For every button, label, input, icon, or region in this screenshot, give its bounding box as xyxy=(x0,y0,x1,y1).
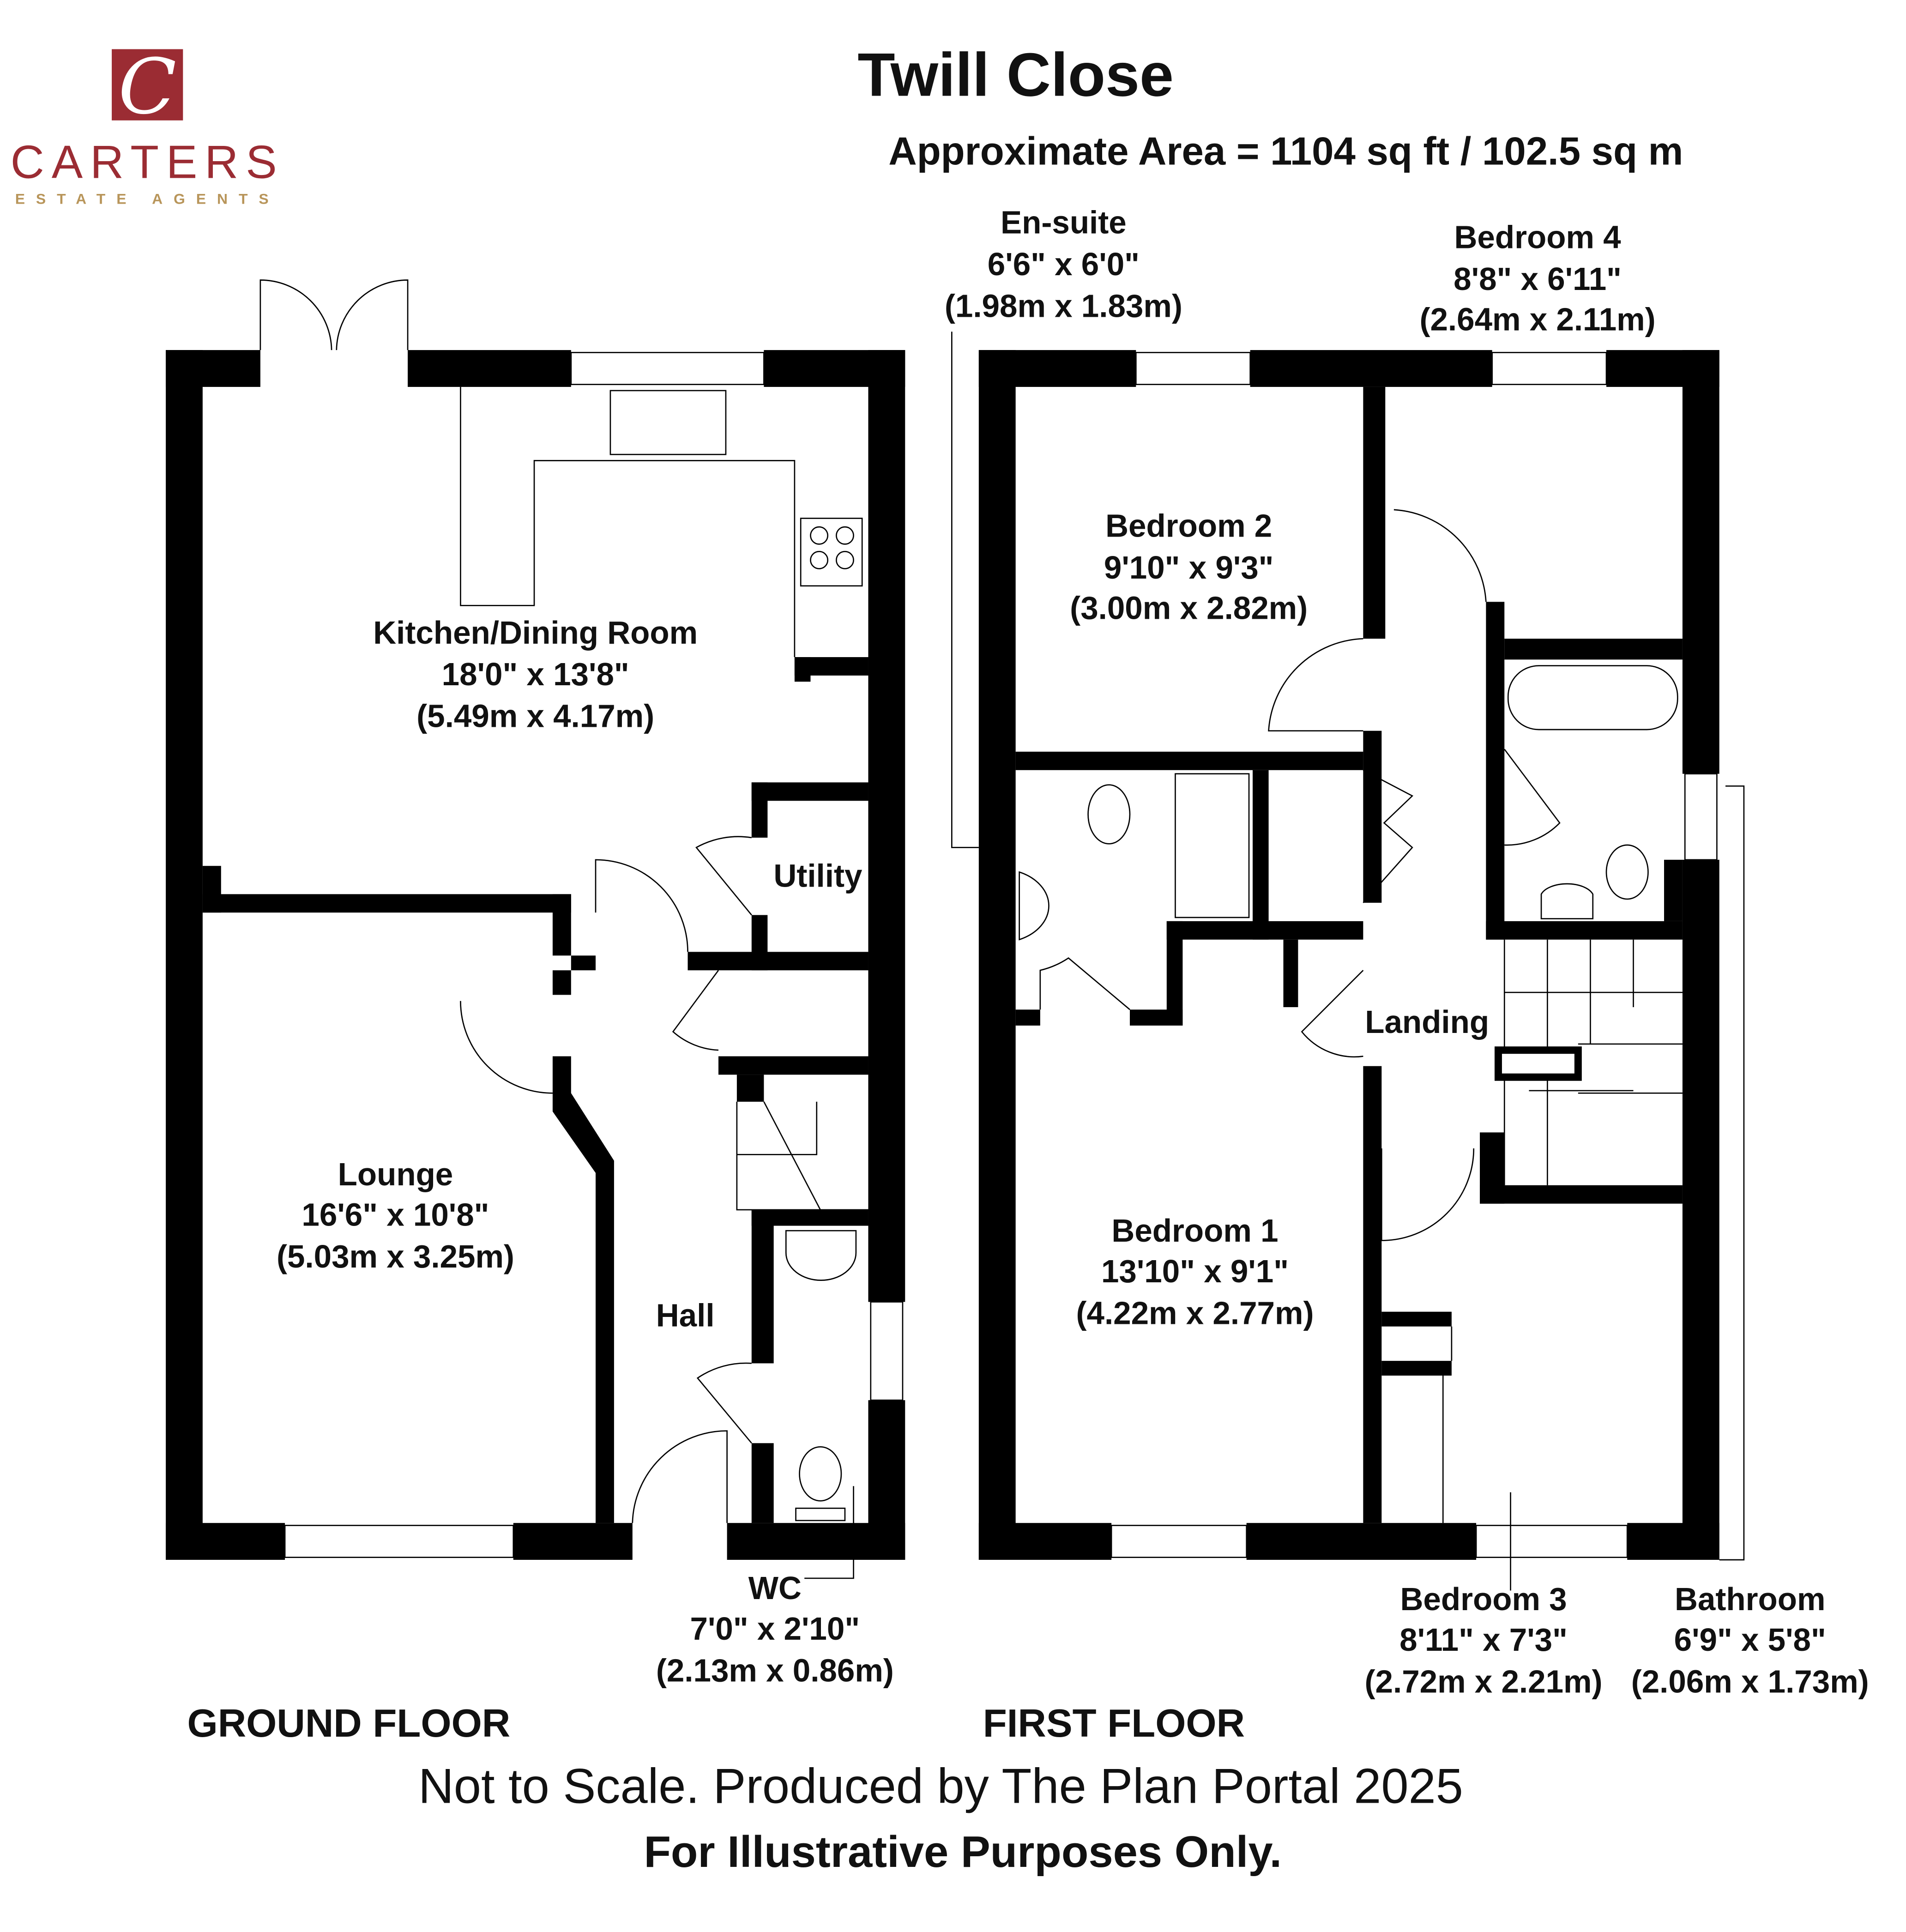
kitchen-imperial: 18'0" x 13'8" xyxy=(442,656,629,692)
sink-icon xyxy=(609,390,727,455)
bedroom1-metric: (4.22m x 2.77m) xyxy=(1076,1295,1314,1331)
bath-icon xyxy=(1507,665,1678,731)
ground-floor-walls xyxy=(166,350,905,1560)
page-title: Twill Close xyxy=(857,41,1174,109)
toilet-icon xyxy=(1087,784,1131,845)
bedroom4-imperial: 8'8" x 6'11" xyxy=(1454,261,1622,297)
bathroom-imperial: 6'9" x 5'8" xyxy=(1674,1622,1826,1658)
ensuite-imperial: 6'6" x 6'0" xyxy=(988,246,1140,282)
wc-imperial: 7'0" x 2'10" xyxy=(690,1611,860,1647)
bedroom3-metric: (2.72m x 2.21m) xyxy=(1365,1663,1603,1699)
utility-name: Utility xyxy=(773,857,863,894)
ground-floor-fixtures xyxy=(259,279,869,1523)
bedroom3-name: Bedroom 3 xyxy=(1400,1581,1567,1617)
logo-name: CARTERS xyxy=(11,137,284,188)
ground-floor-labels: Kitchen/Dining Room 18'0" x 13'8" (5.49m… xyxy=(187,615,894,1745)
bedroom4-name: Bedroom 4 xyxy=(1454,219,1621,255)
basin-icon xyxy=(785,1230,857,1281)
bedroom2-imperial: 9'10" x 9'3" xyxy=(1104,549,1274,586)
bathroom-name: Bathroom xyxy=(1675,1581,1826,1617)
hall-name: Hall xyxy=(656,1298,715,1334)
bedroom1-name: Bedroom 1 xyxy=(1111,1213,1278,1249)
logo-tagline: ESTATE AGENTS xyxy=(15,191,280,207)
wc-name: WC xyxy=(748,1570,802,1606)
toilet-icon xyxy=(799,1446,842,1502)
first-floor-label: FIRST FLOOR xyxy=(983,1702,1245,1745)
lounge-imperial: 16'6" x 10'8" xyxy=(302,1197,489,1233)
bedroom1-imperial: 13'10" x 9'1" xyxy=(1101,1253,1289,1289)
bedroom3-imperial: 8'11" x 7'3" xyxy=(1399,1622,1568,1658)
wc-metric: (2.13m x 0.86m) xyxy=(656,1652,894,1688)
area-summary: Approximate Area = 1104 sq ft / 102.5 sq… xyxy=(888,129,1683,173)
shower-icon xyxy=(1175,773,1250,918)
bedroom2-metric: (3.00m x 2.82m) xyxy=(1070,590,1308,626)
illustrative-note: For Illustrative Purposes Only. xyxy=(644,1827,1282,1877)
logo-mark xyxy=(112,49,183,121)
ensuite-name: En-suite xyxy=(1001,204,1127,240)
kitchen-name: Kitchen/Dining Room xyxy=(373,615,698,651)
first-floor-fixtures xyxy=(951,332,1745,1591)
lounge-name: Lounge xyxy=(338,1156,453,1192)
kitchen-metric: (5.49m x 4.17m) xyxy=(416,698,654,734)
ensuite-metric: (1.98m x 1.83m) xyxy=(945,288,1182,324)
hob-icon xyxy=(800,518,863,587)
first-floor-walls xyxy=(978,350,1719,1560)
basin-icon xyxy=(1540,883,1594,919)
first-floor-labels: En-suite 6'6" x 6'0" (1.98m x 1.83m) Bed… xyxy=(945,204,1869,1745)
lounge-metric: (5.03m x 3.25m) xyxy=(277,1238,514,1274)
ground-floor-label: GROUND FLOOR xyxy=(187,1702,511,1745)
toilet-icon xyxy=(1605,844,1649,900)
bedroom2-name: Bedroom 2 xyxy=(1105,507,1272,543)
bedroom4-metric: (2.64m x 2.11m) xyxy=(1419,302,1655,338)
landing-name: Landing xyxy=(1365,1004,1489,1040)
basin-icon xyxy=(1019,871,1050,941)
bathroom-metric: (2.06m x 1.73m) xyxy=(1631,1663,1869,1699)
disclaimer: Not to Scale. Produced by The Plan Porta… xyxy=(418,1759,1463,1814)
logo-letter: C xyxy=(118,42,176,131)
carters-logo: C CARTERS ESTATE AGENTS xyxy=(11,42,284,207)
